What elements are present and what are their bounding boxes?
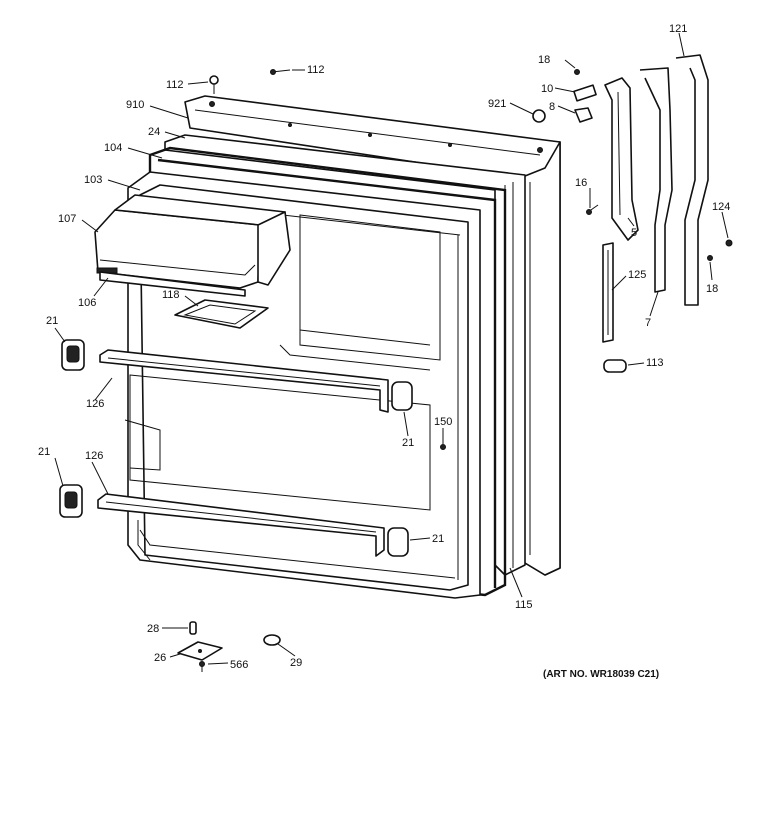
callout-21-left-upper: 21: [46, 315, 58, 327]
leader-lines: [54, 32, 729, 665]
callout-107: 107: [58, 213, 76, 225]
screw-18-top: [574, 69, 580, 75]
screw-16: [586, 204, 599, 215]
channel-125: [602, 242, 614, 343]
shelf-support-right-upper: [391, 381, 413, 411]
callout-5: 5: [631, 227, 637, 239]
callout-124: 124: [712, 201, 730, 213]
shelf-support-left-lower: [59, 484, 83, 518]
door-shelf-upper: [99, 349, 389, 413]
callout-29: 29: [290, 657, 302, 669]
shelf-support-right-lower: [387, 527, 409, 557]
door-shelf-lower: [97, 493, 385, 557]
callout-7: 7: [645, 317, 651, 329]
callout-112-left: 112: [166, 79, 184, 91]
screw-150: [440, 444, 446, 450]
callout-104: 104: [104, 142, 122, 154]
hinge-part-8: [574, 107, 593, 123]
callout-26: 26: [154, 652, 166, 664]
egg-tray: [174, 299, 269, 329]
screw-112-right: [270, 69, 291, 75]
callout-21-left-lower: 21: [38, 446, 50, 458]
cap-29: [263, 634, 281, 646]
screw-112-left: [209, 75, 219, 94]
callout-125: 125: [628, 269, 646, 281]
callout-566: 566: [230, 659, 248, 671]
shelf-support-left-upper: [61, 339, 85, 371]
callout-106: 106: [78, 297, 96, 309]
cap-113: [603, 359, 627, 373]
callout-18-top: 18: [538, 54, 550, 66]
callout-126-upper: 126: [86, 398, 104, 410]
callout-121: 121: [669, 23, 687, 35]
bracket-124: [725, 239, 733, 247]
dairy-hinge-strip: [99, 271, 246, 297]
callout-103: 103: [84, 174, 102, 186]
callout-28: 28: [147, 623, 159, 635]
callout-113: 113: [646, 357, 664, 369]
screw-18-right: [707, 255, 713, 261]
callout-921: 921: [488, 98, 506, 110]
pin-28: [189, 621, 197, 635]
callout-150: 150: [434, 416, 452, 428]
callout-10: 10: [541, 83, 553, 95]
callout-115: 115: [515, 599, 533, 611]
callout-21-right-upper: 21: [402, 437, 414, 449]
hinge-plate-26: [177, 641, 223, 661]
door-handle-bar-121: [675, 54, 709, 306]
hinge-cover-10: [573, 84, 597, 102]
callout-126-lower: 126: [85, 450, 103, 462]
door-handle-bar-7: [639, 67, 673, 293]
callout-16: 16: [575, 177, 587, 189]
dairy-compartment-door: [94, 194, 291, 289]
callout-8: 8: [549, 101, 555, 113]
callout-118: 118: [162, 289, 180, 301]
callout-112-right: 112: [307, 64, 325, 76]
callout-910: 910: [126, 99, 144, 111]
hinge-bracket-5: [604, 77, 639, 241]
callout-24: 24: [148, 126, 160, 138]
art-number: (ART NO. WR18039 C21): [543, 669, 659, 680]
callout-18-right: 18: [706, 283, 718, 295]
plug-921: [532, 109, 546, 123]
callout-21-right-lower: 21: [432, 533, 444, 545]
screw-566: [199, 661, 205, 672]
